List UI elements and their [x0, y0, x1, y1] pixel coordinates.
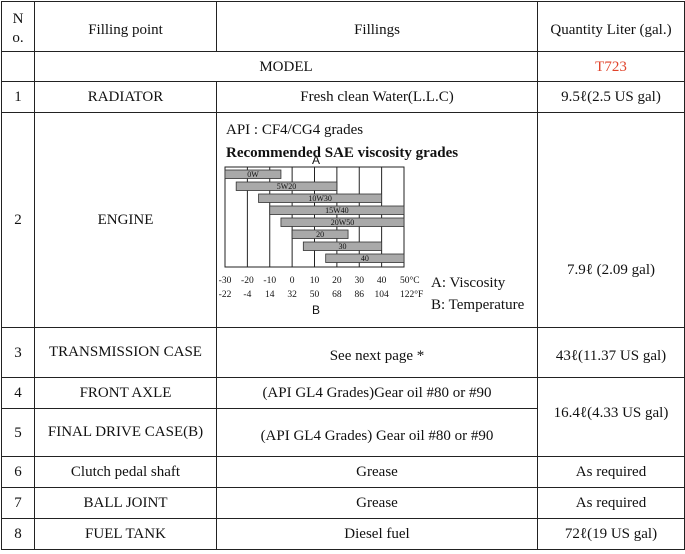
celsius-tick: -30 [219, 276, 232, 286]
quantity-merged: 16.4ℓ(4.33 US gal) [537, 377, 685, 457]
row-number: 1 [1, 81, 35, 113]
fahrenheit-tick: 122°F [400, 289, 423, 300]
api-grade-text: API : CF4/CG4 grades [226, 122, 364, 138]
grade-bar [235, 181, 338, 191]
row-number: 5 [1, 408, 35, 457]
model-value: T723 [537, 51, 685, 82]
grade-label: 40 [361, 254, 369, 263]
fillings: (API GL4 Grades)Gear oil #80 or #90 [216, 377, 538, 409]
header-fillings: Fillings [216, 1, 538, 52]
legend-viscosity: A: Viscosity [431, 275, 506, 291]
celsius-tick: 30 [355, 276, 365, 286]
grade-label: 15W40 [325, 206, 349, 215]
table-row: 4 FRONT AXLE (API GL4 Grades)Gear oil #8… [1, 377, 685, 457]
fillings: See next page * [216, 327, 538, 378]
celsius-tick: 0 [290, 276, 295, 286]
model-no-cell [1, 51, 35, 82]
quantity: 72ℓ(19 US gal) [537, 518, 685, 550]
table-row: 6 Clutch pedal shaft Grease As required [1, 456, 685, 488]
quantity: As required [537, 456, 685, 488]
header-row: N o. Filling point Fillings Quantity Lit… [1, 1, 685, 52]
table-row: 3 TRANSMISSION CASE See next page * 43ℓ(… [1, 327, 685, 378]
filling-point: TRANSMISSION CASE [34, 327, 217, 378]
filling-point: ENGINE [34, 112, 217, 328]
row-number: 4 [1, 377, 35, 409]
engine-fillings-cell: API : CF4/CG4 grades Recommended SAE vis… [216, 112, 538, 328]
filling-point: BALL JOINT [34, 487, 217, 519]
fillings: Grease [216, 456, 538, 488]
row-number: 2 [1, 112, 35, 328]
filling-point: Clutch pedal shaft [34, 456, 217, 488]
axis-label-b: B [312, 303, 320, 317]
grade-bar [269, 205, 405, 215]
grade-bar [224, 169, 282, 179]
grade-label: 20 [316, 230, 324, 239]
filling-point: FUEL TANK [34, 518, 217, 550]
grade-label: 20W50 [331, 218, 355, 227]
row-number: 3 [1, 327, 35, 378]
celsius-tick: 50°C [400, 275, 420, 286]
legend-temperature: B: Temperature [431, 297, 525, 313]
fahrenheit-tick: 68 [332, 290, 342, 300]
quantity: 7.9ℓ (2.09 gal) [537, 112, 685, 328]
table-row: 1 RADIATOR Fresh clean Water(L.L.C) 9.5ℓ… [1, 81, 685, 113]
axis-label-a: A [312, 153, 320, 167]
celsius-tick: 40 [377, 276, 387, 286]
grade-bar [325, 253, 405, 263]
row-number: 6 [1, 456, 35, 488]
grade-label: 5W20 [277, 182, 297, 191]
row-number: 8 [1, 518, 35, 550]
filling-point: FINAL DRIVE CASE(B) [34, 408, 217, 457]
quantity: 9.5ℓ(2.5 US gal) [537, 81, 685, 113]
grade-bar [302, 241, 383, 251]
fillings: (API GL4 Grades) Gear oil #80 or #90 [216, 408, 538, 457]
celsius-tick: -20 [241, 276, 254, 286]
table-row: 5 FINAL DRIVE CASE(B) (API GL4 Grades) G… [1, 408, 685, 457]
table-row: 2 ENGINE API : CF4/CG4 grades Recommende… [1, 112, 685, 328]
fillings: Fresh clean Water(L.L.C) [216, 81, 538, 113]
grade-bar [280, 217, 405, 227]
fahrenheit-tick: -22 [219, 290, 232, 300]
fillings: Diesel fuel [216, 518, 538, 550]
celsius-tick: -10 [263, 276, 276, 286]
quantity: As required [537, 487, 685, 519]
table-row: 7 BALL JOINT Grease As required [1, 487, 685, 519]
fahrenheit-tick: 32 [287, 290, 297, 300]
filling-point: FRONT AXLE [34, 377, 217, 409]
fillings: Grease [216, 487, 538, 519]
grade-label: 10W30 [308, 194, 332, 203]
grade-label: 30 [338, 242, 346, 251]
filling-point: RADIATOR [34, 81, 217, 113]
row-number: 7 [1, 487, 35, 519]
header-filling-point: Filling point [34, 1, 217, 52]
grade-bar [258, 193, 383, 203]
sae-heading: Recommended SAE viscosity grades [226, 145, 459, 161]
grade-bar [291, 229, 349, 239]
celsius-tick: 10 [310, 276, 320, 286]
header-quantity: Quantity Liter (gal.) [537, 1, 685, 52]
model-row: MODEL T723 [1, 51, 685, 82]
fahrenheit-tick: 14 [265, 290, 275, 300]
fahrenheit-tick: -4 [243, 290, 251, 300]
table-row: 8 FUEL TANK Diesel fuel 72ℓ(19 US gal) [1, 518, 685, 550]
viscosity-chart: 0W 5W20 10W30 15W40 20W50 20 30 40 A B -30 -22 -20 -4… [219, 153, 424, 317]
header-no: N o. [1, 1, 35, 52]
fahrenheit-tick: 104 [375, 290, 390, 300]
fahrenheit-tick: 50 [310, 290, 320, 300]
grade-label: 0W [247, 170, 259, 179]
quantity: 43ℓ(11.37 US gal) [537, 327, 685, 378]
celsius-tick: 20 [332, 276, 342, 286]
fahrenheit-tick: 86 [355, 290, 365, 300]
model-label: MODEL [34, 51, 538, 82]
